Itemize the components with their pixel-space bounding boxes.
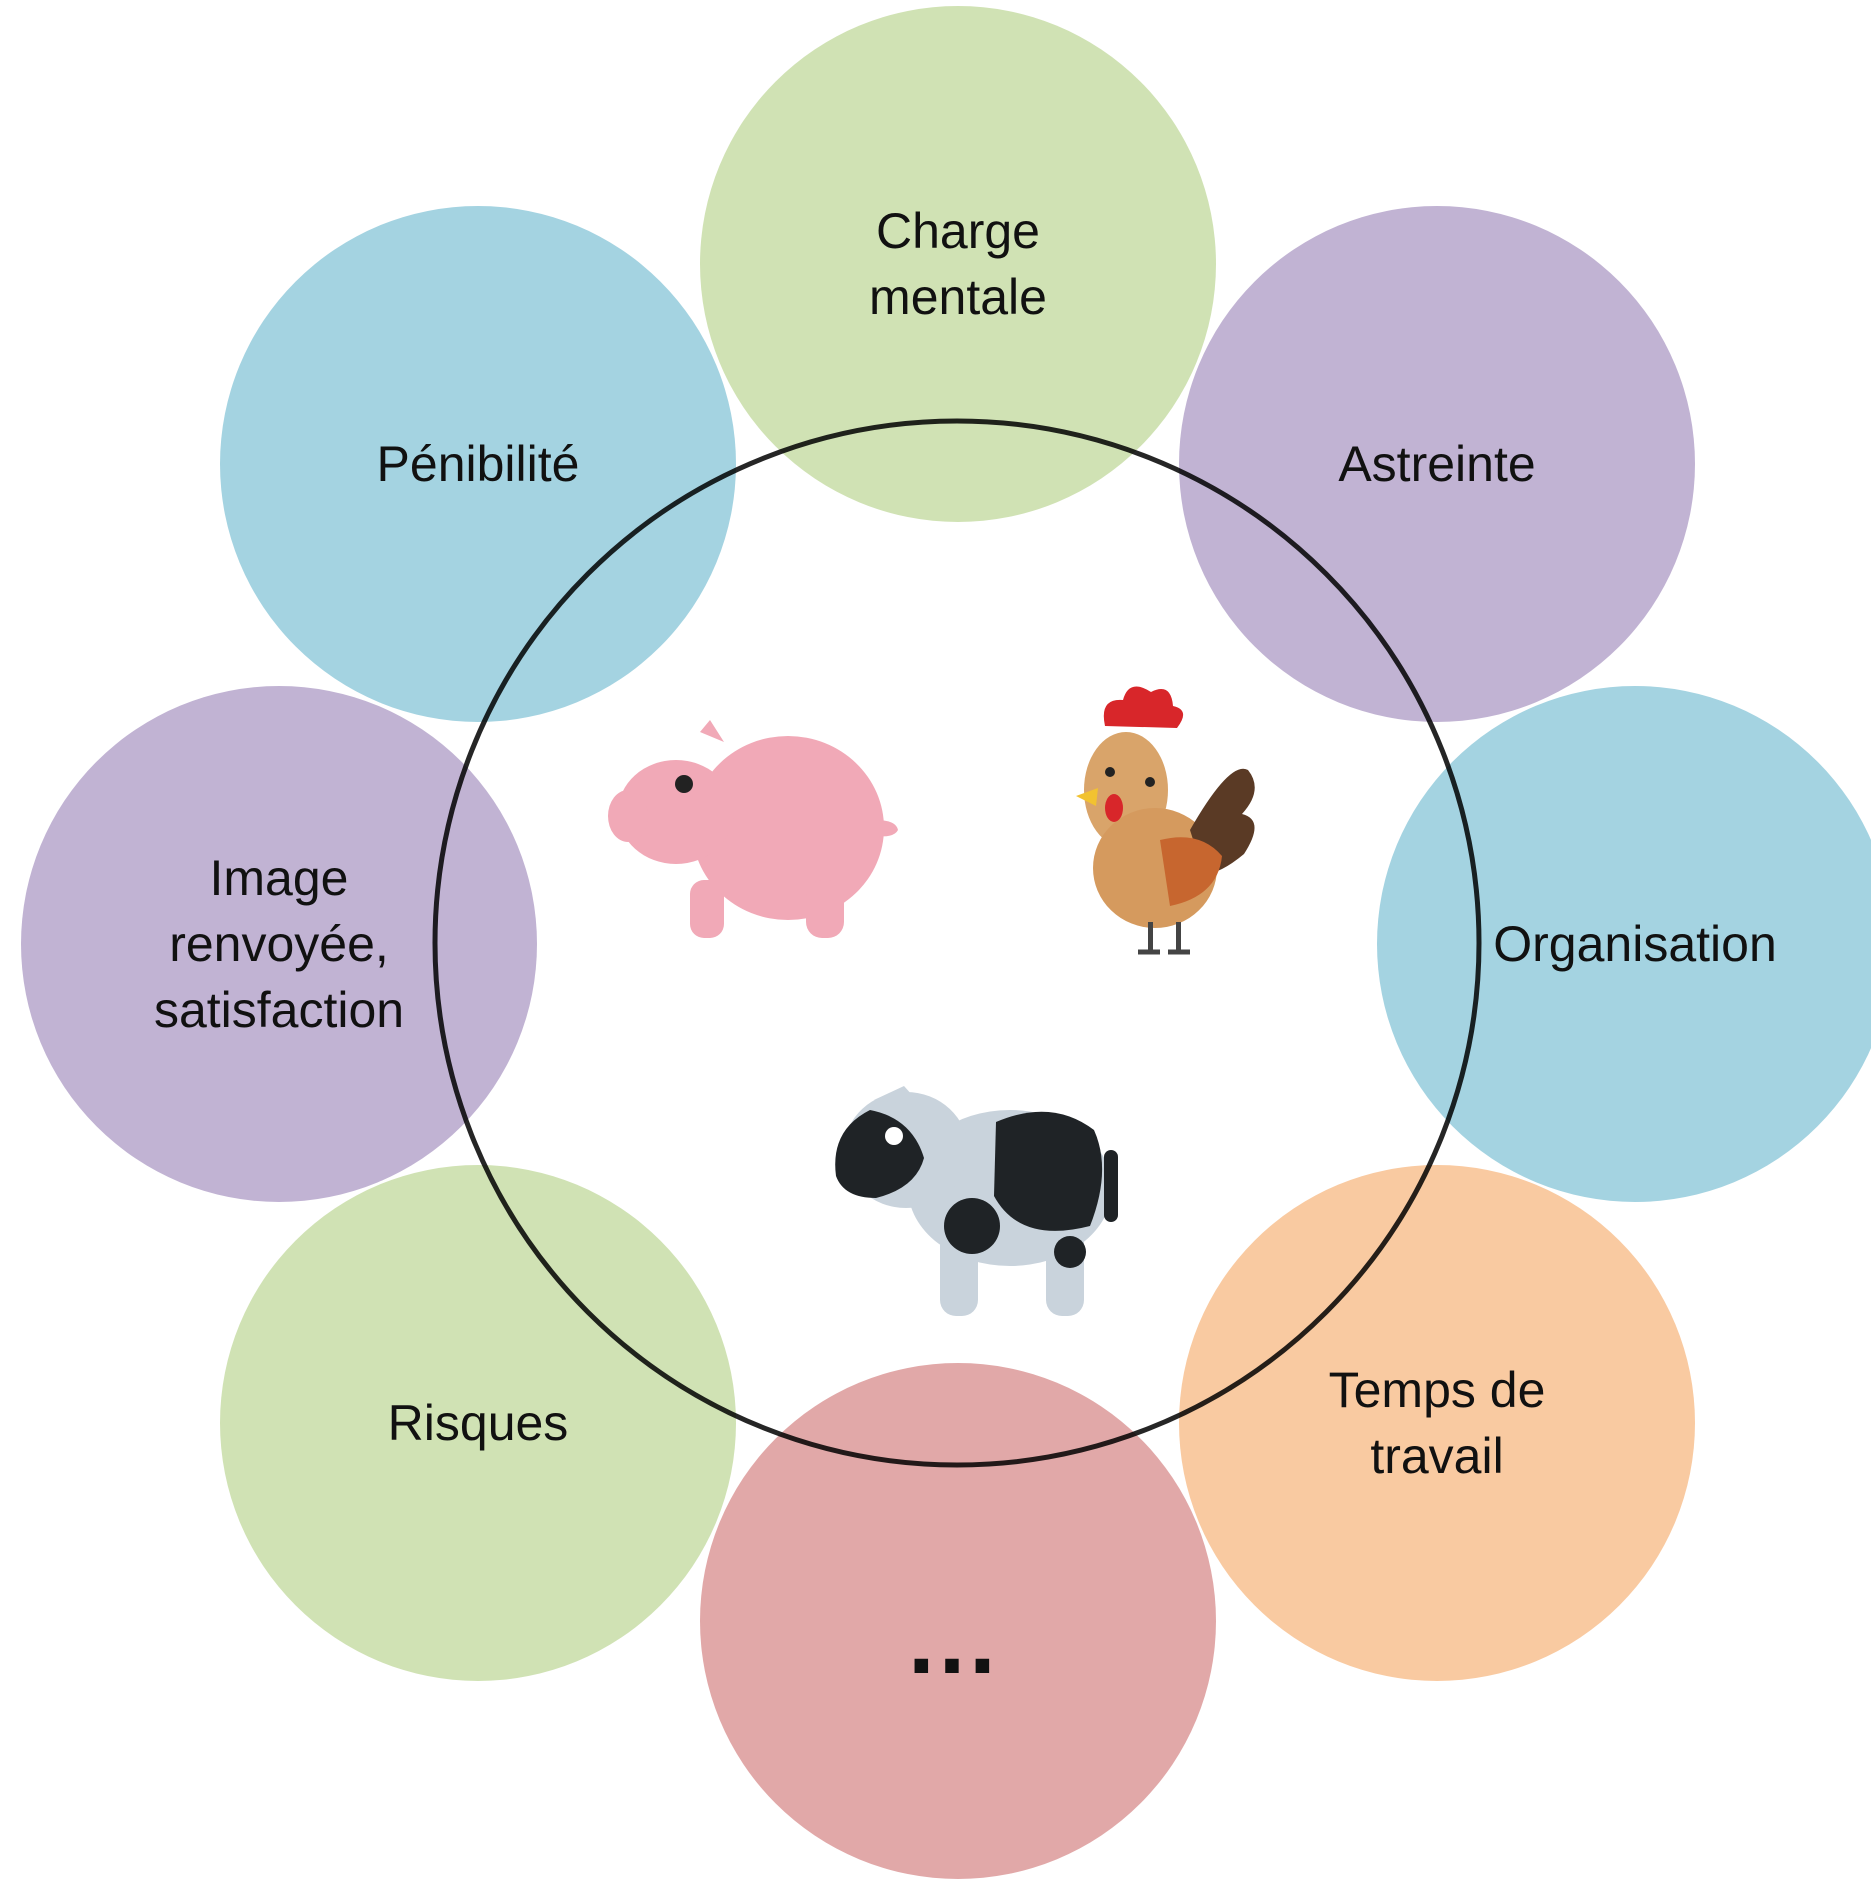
label-penibilite: Pénibilité — [376, 436, 580, 492]
label-risques: Risques — [387, 1395, 569, 1451]
cow-icon — [835, 1086, 1118, 1316]
node-ellipsis — [700, 1363, 1216, 1879]
label-organisation: Organisation — [1493, 916, 1777, 972]
label-ellipsis: … — [904, 1587, 1012, 1694]
node-organisation — [1377, 686, 1871, 1202]
node-penibilite — [220, 206, 736, 722]
node-image-renvoyee — [21, 686, 537, 1202]
label-astreinte: Astreinte — [1338, 436, 1536, 492]
label-temps-de-travail: Temps de travail — [1328, 1362, 1546, 1484]
node-temps-de-travail — [1179, 1165, 1695, 1681]
node-astreinte — [1179, 206, 1695, 722]
label-charge-mentale: Charge mentale — [869, 203, 1047, 325]
pig-icon — [608, 720, 898, 938]
node-charge-mentale — [700, 6, 1216, 522]
rooster-icon — [1076, 686, 1255, 955]
node-risques — [220, 1165, 736, 1681]
label-image-renvoyee: Image renvoyée, satisfaction — [153, 850, 405, 1038]
